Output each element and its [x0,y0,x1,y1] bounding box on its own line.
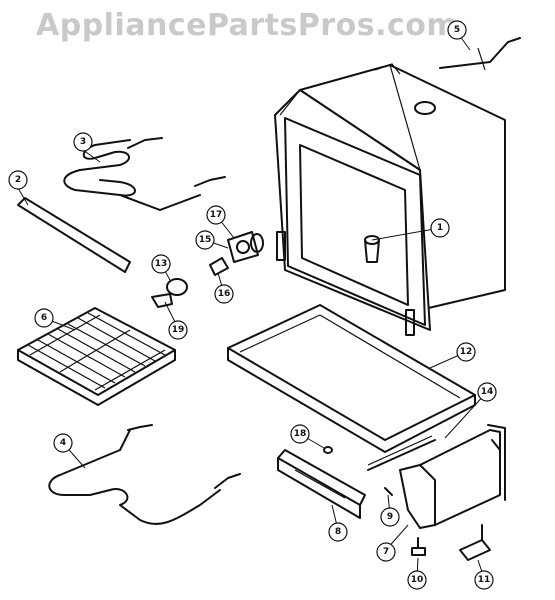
callout-17[interactable]: 17 [206,205,226,225]
oven-cavity [274,63,506,336]
callout-label-16: 16 [218,289,231,299]
callout-1[interactable]: 1 [430,218,450,238]
callout-12[interactable]: 12 [456,342,476,362]
part-12-tray [227,304,476,453]
callout-label-9: 9 [387,512,393,522]
callout-label-14: 14 [481,387,494,397]
part-6-oven-rack [17,307,176,406]
part-5-wire [439,37,521,71]
callout-9[interactable]: 9 [380,507,400,527]
callout-11[interactable]: 11 [474,570,494,590]
callout-label-12: 12 [460,347,473,357]
callout-label-13: 13 [155,259,168,269]
callout-label-15: 15 [199,235,212,245]
callout-label-10: 10 [411,575,424,585]
callout-label-7: 7 [383,547,389,557]
part-2-bracket [17,197,131,273]
callout-label-18: 18 [294,429,307,439]
callout-14[interactable]: 14 [477,382,497,402]
callout-3[interactable]: 3 [73,132,93,152]
callout-label-5: 5 [454,25,460,35]
callout-15[interactable]: 15 [195,230,215,250]
callout-7[interactable]: 7 [376,542,396,562]
part-14-rod [367,435,436,471]
part-13-lamp [151,278,188,308]
part-18-screw [323,446,333,454]
callout-label-4: 4 [60,438,66,448]
part-11-bracket [459,524,491,561]
callout-8[interactable]: 8 [328,522,348,542]
part-3-broil-element [63,137,226,211]
callout-2[interactable]: 2 [8,170,28,190]
callout-label-6: 6 [41,313,47,323]
callout-5[interactable]: 5 [447,20,467,40]
callout-6[interactable]: 6 [34,308,54,328]
callout-label-2: 2 [15,175,21,185]
callout-label-11: 11 [478,575,491,585]
callout-label-3: 3 [80,137,86,147]
part-7-bracket [399,424,506,529]
part-8-panel [277,449,366,519]
callout-label-17: 17 [210,210,223,220]
callout-16[interactable]: 16 [214,284,234,304]
part-10-leg [411,537,426,556]
callout-19[interactable]: 19 [168,320,188,340]
callout-10[interactable]: 10 [407,570,427,590]
callout-4[interactable]: 4 [53,433,73,453]
callout-label-8: 8 [335,527,341,537]
callout-label-19: 19 [172,325,185,335]
callout-18[interactable]: 18 [290,424,310,444]
callout-13[interactable]: 13 [151,254,171,274]
part-9-screw [384,487,393,496]
callout-label-1: 1 [437,223,443,233]
watermark: AppliancePartsPros.com [36,8,459,43]
part-4-bake-element [48,424,241,525]
part-17-socket [209,231,264,276]
